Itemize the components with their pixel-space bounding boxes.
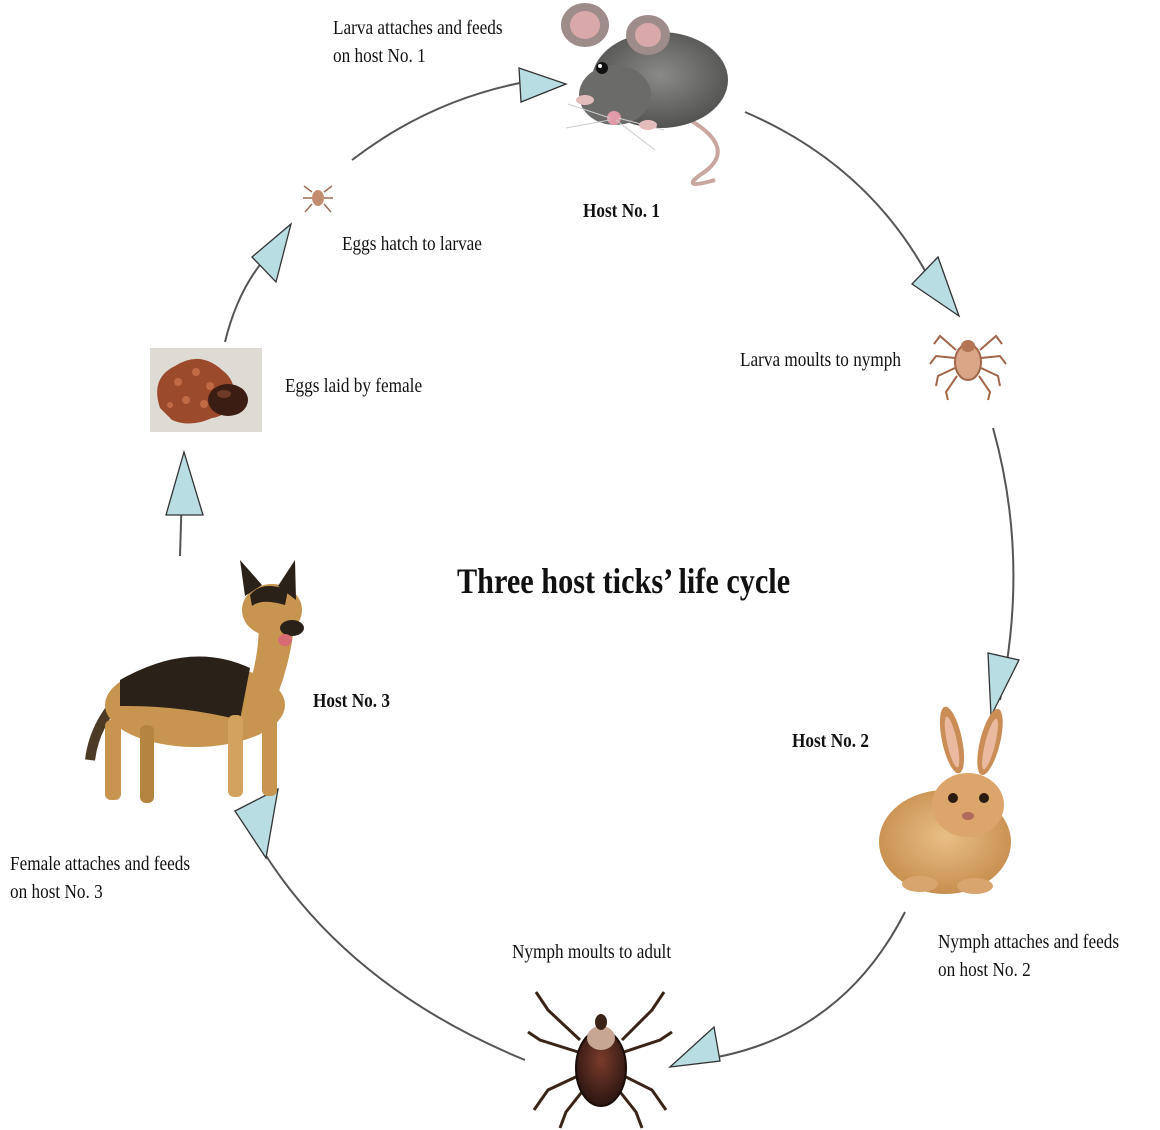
nymph-tick-image [930,336,1006,400]
diagram-title: Three host ticks’ life cycle [457,560,790,602]
arrowhead-to-host3 [235,789,278,858]
arrowhead-to-eggs-hatch [252,224,291,282]
host-3-label: Host No. 3 [313,690,390,713]
host-1-label: Host No. 1 [583,200,660,223]
arrowhead-to-host2 [988,653,1019,716]
line-nymph-moult-to-host3 [245,820,525,1060]
dog-host-image [90,560,304,803]
rabbit-host-image [879,705,1011,894]
line-host1-to-larva-moult [745,112,940,300]
arrowhead-to-larva-moult [912,257,959,316]
mouse-host-image [561,3,728,184]
stage-nymph-moults: Nymph moults to adult [512,938,671,966]
stage-larva-moults: Larva moults to nymph [740,346,901,374]
stage-eggs-hatch: Eggs hatch to larvae [342,230,482,258]
stage-eggs-laid: Eggs laid by female [285,372,422,400]
host-2-label: Host No. 2 [792,730,869,753]
line-eggs-hatch-to-host1 [352,82,525,160]
larva-tick-image [303,186,333,212]
line-host2-to-nymph-moult [700,912,905,1060]
arrowhead-to-nymph-moult [670,1027,720,1067]
arrowhead-to-host1 [519,68,566,102]
stage-nymph-attaches: Nymph attaches and feeds on host No. 2 [938,928,1119,984]
adult-tick-image [528,992,672,1128]
stage-larva-attaches: Larva attaches and feeds on host No. 1 [333,14,503,70]
egg-mass-image [150,348,262,432]
stage-female-attaches: Female attaches and feeds on host No. 3 [10,850,190,906]
arrowhead-to-eggs-laid [166,452,203,515]
